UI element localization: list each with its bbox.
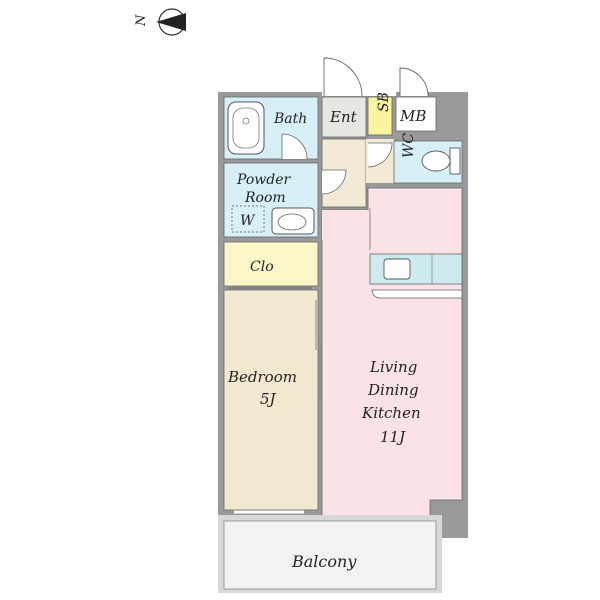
room-entrance xyxy=(321,96,367,138)
room-balcony xyxy=(223,520,437,590)
label-balcony: Balcony xyxy=(291,552,357,571)
room-shoe-box xyxy=(367,96,393,136)
label-ldk-line3: Kitchen xyxy=(361,404,421,422)
label-powder-line2: Room xyxy=(244,190,286,206)
label-washer: W xyxy=(240,213,256,229)
label-powder-line1: Powder xyxy=(236,172,292,188)
meter-box-door-swing xyxy=(399,67,429,97)
bathtub-inner xyxy=(232,107,260,149)
label-ldk-line2: Dining xyxy=(367,381,419,399)
entrance-door-swing xyxy=(323,57,363,97)
label-ldk-line1: Living xyxy=(369,358,417,376)
powder-door-swing xyxy=(321,169,347,195)
label-wc: WC xyxy=(401,133,417,158)
washer-space xyxy=(231,205,265,233)
label-entrance: Ent xyxy=(329,108,358,126)
compass-north-label: N xyxy=(134,14,149,27)
label-closet: Clo xyxy=(250,259,274,275)
label-meter-box: MB xyxy=(399,107,426,125)
label-bath: Bath xyxy=(273,111,307,127)
label-ldk-size: 11J xyxy=(380,428,406,446)
wc-door-swing xyxy=(367,142,393,168)
label-bedroom: Bedroom xyxy=(227,368,297,386)
toilet-tank-icon xyxy=(449,147,461,175)
label-shoe-box: SB xyxy=(376,92,392,112)
room-closet xyxy=(223,241,319,287)
compass-needle-icon xyxy=(156,13,186,31)
bath-drain-icon xyxy=(242,117,250,125)
room-bedroom xyxy=(223,289,319,511)
toilet-bowl-icon xyxy=(421,150,451,172)
washbasin-bowl xyxy=(277,213,307,231)
kitchen-sink-icon xyxy=(383,258,411,280)
ldk-entry-area xyxy=(322,210,368,240)
kitchen-passage-line xyxy=(371,289,463,299)
bathtub-icon xyxy=(227,101,265,155)
label-bedroom-size: 5J xyxy=(260,390,277,408)
bath-door-swing xyxy=(281,133,308,160)
compass: N xyxy=(134,8,186,36)
room-meter-box xyxy=(395,96,437,132)
